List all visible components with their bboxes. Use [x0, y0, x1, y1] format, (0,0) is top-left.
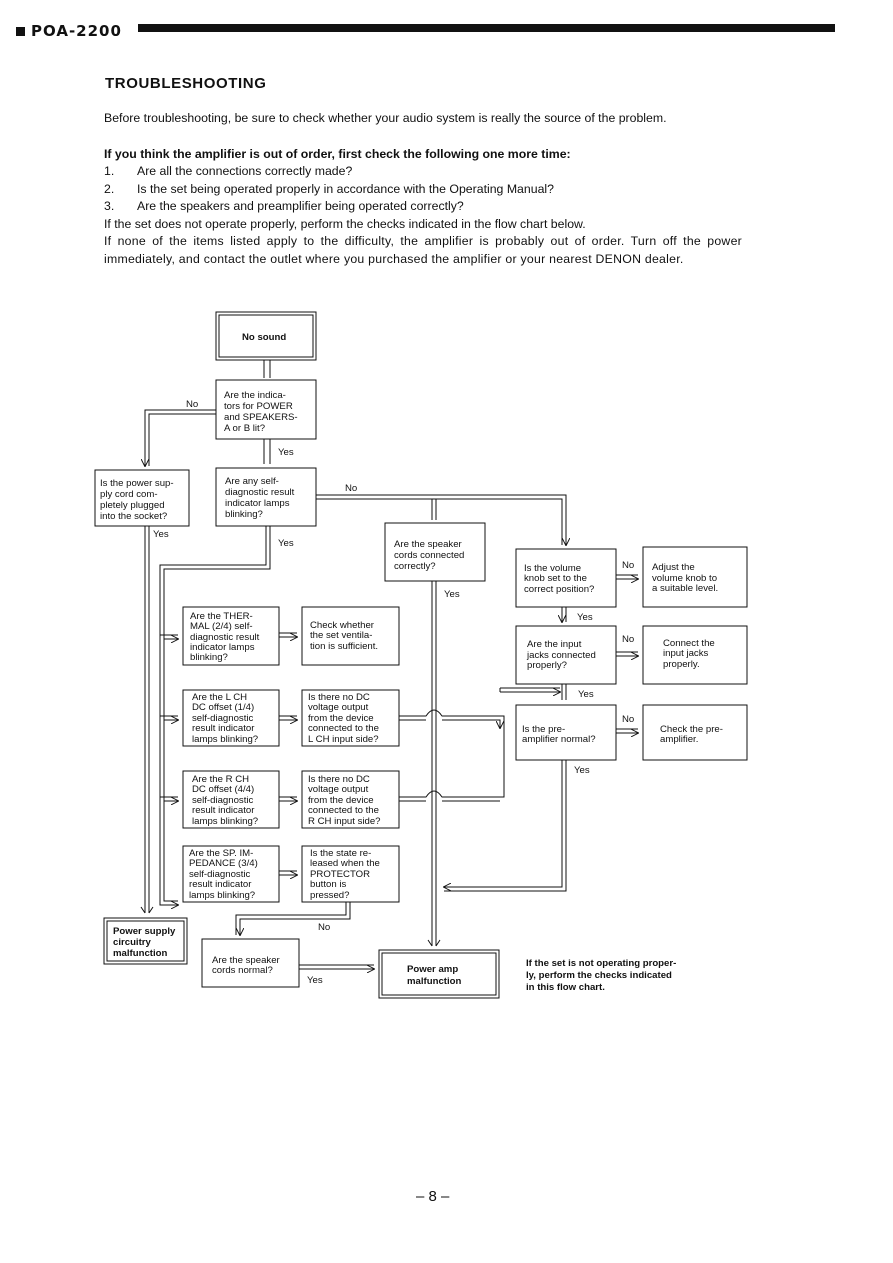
check-heading: If you think the amplifier is out of ord… — [104, 147, 571, 161]
impedance-question: Are the SP. IM- PEDANCE (3/4) self-diagn… — [189, 848, 260, 901]
self-diag-question: Are any self- diagnostic result indicato… — [225, 476, 297, 520]
preamp-question: Is the pre- amplifier normal? — [522, 724, 596, 745]
volume-action: Adjust the volume knob to a suitable lev… — [652, 562, 720, 594]
no-label: No — [345, 483, 357, 494]
impedance-action: Is the state re- leased when the PROTECT… — [310, 848, 383, 901]
no-label: No — [622, 634, 634, 645]
yes-label: Yes — [578, 689, 594, 700]
yes-label: Yes — [307, 975, 323, 986]
header-rule — [138, 24, 835, 32]
yes-label: Yes — [577, 612, 593, 623]
flowchart-instruction: If the set does not operate properly, pe… — [104, 217, 586, 231]
power-supply-malfunction: Power supply circuitry malfunction — [113, 926, 178, 959]
input-action: Connect the input jacks properly. — [663, 638, 717, 670]
header-square-mark — [16, 27, 25, 36]
no-label: No — [622, 560, 634, 571]
indicators-question: Are the indica- tors for POWER and SPEAK… — [224, 390, 300, 434]
checklist-item: 3.Are the speakers and preamplifier bein… — [104, 199, 464, 213]
page-title: TROUBLESHOOTING — [105, 75, 267, 92]
yes-label: Yes — [278, 447, 294, 458]
power-amp-malfunction: Power amp malfunction — [407, 964, 462, 987]
rch-action: Is there no DC voltage output from the d… — [308, 774, 382, 827]
thermal-action: Check whether the set ventila- tion is s… — [310, 620, 378, 652]
checklist: 1.Are all the connections correctly made… — [104, 163, 554, 216]
model-name: POA-2200 — [31, 22, 122, 40]
yes-label: Yes — [278, 538, 294, 549]
lch-question: Are the L CH DC offset (1/4) self-diagno… — [192, 692, 258, 745]
lch-action: Is there no DC voltage output from the d… — [308, 692, 382, 745]
no-label: No — [622, 714, 634, 725]
volume-question: Is the volume knob set to the correct po… — [524, 563, 594, 595]
checklist-item: 2.Is the set being operated properly in … — [104, 181, 554, 196]
out-of-order-paragraph: If none of the items listed apply to the… — [104, 234, 742, 266]
thermal-question: Are the THER- MAL (2/4) self- diagnostic… — [190, 611, 262, 663]
no-sound-box: No sound — [242, 332, 286, 343]
speaker-normal-question: Are the speaker cords normal? — [212, 955, 282, 976]
speaker-cords-question: Are the speaker cords connected correctl… — [394, 539, 467, 572]
no-label: No — [186, 399, 198, 410]
no-label: No — [318, 922, 330, 933]
page-number: – 8 – — [416, 1188, 450, 1205]
yes-label: Yes — [153, 529, 169, 540]
flowchart-note: If the set is not operating proper- ly, … — [526, 958, 679, 993]
rch-question: Are the R CH DC offset (4/4) self-diagno… — [192, 774, 258, 827]
intro-paragraph: Before troubleshooting, be sure to check… — [104, 111, 667, 125]
yes-label: Yes — [444, 589, 460, 600]
input-question: Are the input jacks connected properly? — [526, 639, 598, 671]
checklist-item: 1.Are all the connections correctly made… — [104, 164, 353, 178]
power-cord-question: Is the power sup- ply cord com- pletely … — [100, 478, 176, 522]
preamp-action: Check the pre- amplifier. — [660, 724, 726, 745]
yes-label: Yes — [574, 765, 590, 776]
